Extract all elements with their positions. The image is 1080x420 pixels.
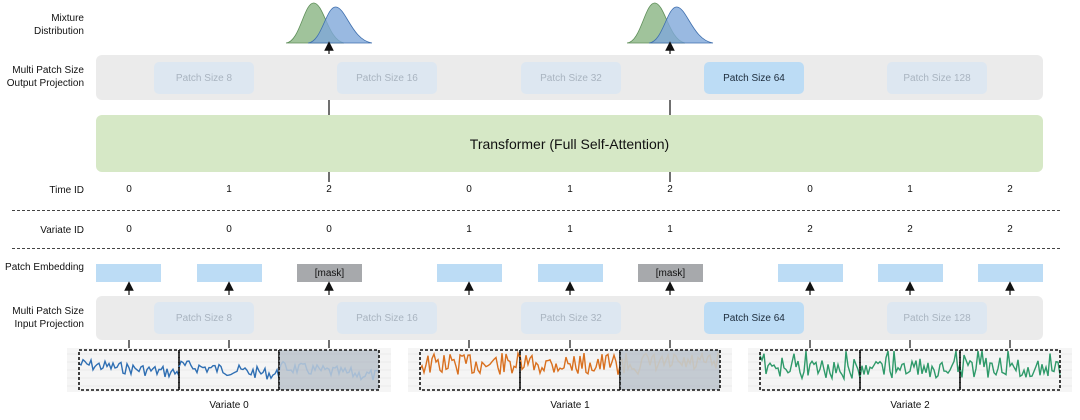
series-line bbox=[419, 350, 521, 376]
output-projection-label: Multi Patch Size Output Projection bbox=[6, 65, 84, 89]
series-line bbox=[78, 357, 180, 379]
variate-0-caption: Variate 0 bbox=[209, 400, 249, 411]
time-id-value: 2 bbox=[1007, 184, 1013, 195]
input-projection-label: Multi Patch Size Input Projection bbox=[12, 306, 84, 330]
divider-line bbox=[12, 248, 1060, 249]
series-line bbox=[759, 350, 861, 382]
time-id-value: 2 bbox=[667, 184, 673, 195]
output-projection-band: Patch Size 8 Patch Size 16 Patch Size 32… bbox=[96, 55, 1043, 100]
patch-embedding bbox=[437, 264, 502, 282]
output-patch-size-16: Patch Size 16 bbox=[337, 62, 437, 94]
variate-2-caption: Variate 2 bbox=[890, 400, 930, 411]
patch-box bbox=[278, 349, 380, 391]
input-patch-size-32: Patch Size 32 bbox=[521, 302, 621, 334]
embedding-arrows bbox=[124, 281, 1015, 295]
series-line bbox=[178, 360, 280, 380]
output-patch-size-32: Patch Size 32 bbox=[521, 62, 621, 94]
variate-1-caption: Variate 1 bbox=[550, 400, 590, 411]
transformer-block: Transformer (Full Self-Attention) bbox=[96, 115, 1043, 172]
variate-id-value: 0 bbox=[326, 224, 332, 235]
input-patch-size-8: Patch Size 8 bbox=[154, 302, 254, 334]
time-id-value: 1 bbox=[907, 184, 913, 195]
time-id-value: 2 bbox=[326, 184, 332, 195]
time-id-value: 0 bbox=[126, 184, 132, 195]
variate-id-value: 2 bbox=[1007, 224, 1013, 235]
mixture-distribution-2 bbox=[626, 2, 714, 44]
series-line bbox=[278, 360, 380, 381]
output-patch-size-8: Patch Size 8 bbox=[154, 62, 254, 94]
variate-id-label: Variate ID bbox=[40, 225, 84, 236]
output-patch-size-128: Patch Size 128 bbox=[887, 62, 987, 94]
mixture-distribution-label: Mixture Distribution bbox=[33, 13, 84, 37]
series-line bbox=[519, 352, 621, 376]
variate-id-value: 1 bbox=[667, 224, 673, 235]
patch-embedding bbox=[878, 264, 943, 282]
input-patch-size-64: Patch Size 64 bbox=[704, 302, 804, 334]
mask-token: [mask] bbox=[297, 264, 362, 282]
variate-id-value: 1 bbox=[567, 224, 573, 235]
patch-embedding bbox=[978, 264, 1043, 282]
time-id-value: 1 bbox=[226, 184, 232, 195]
input-patch-size-16: Patch Size 16 bbox=[337, 302, 437, 334]
variate-id-value: 1 bbox=[466, 224, 472, 235]
patch-embedding bbox=[197, 264, 262, 282]
input-patch-size-128: Patch Size 128 bbox=[887, 302, 987, 334]
series-line bbox=[619, 351, 721, 376]
patch-box bbox=[619, 349, 721, 391]
patch-embedding-label: Patch Embedding bbox=[5, 262, 84, 273]
output-patch-size-64: Patch Size 64 bbox=[704, 62, 804, 94]
time-id-value: 0 bbox=[466, 184, 472, 195]
input-projection-band: Patch Size 8 Patch Size 16 Patch Size 32… bbox=[96, 296, 1043, 340]
variate-id-value: 0 bbox=[126, 224, 132, 235]
variate-id-value: 0 bbox=[226, 224, 232, 235]
mask-token: [mask] bbox=[638, 264, 703, 282]
patch-embedding bbox=[778, 264, 843, 282]
time-id-value: 1 bbox=[567, 184, 573, 195]
variate-id-value: 2 bbox=[907, 224, 913, 235]
patch-embedding bbox=[96, 264, 161, 282]
time-series-panels bbox=[67, 348, 1072, 392]
mixture-distribution-1 bbox=[285, 2, 373, 44]
time-id-value: 0 bbox=[807, 184, 813, 195]
series-line bbox=[959, 350, 1061, 378]
patch-embedding bbox=[538, 264, 603, 282]
time-id-label: Time ID bbox=[49, 185, 84, 196]
divider-line bbox=[12, 210, 1060, 211]
series-line bbox=[859, 350, 961, 380]
variate-id-value: 2 bbox=[807, 224, 813, 235]
patch-box bbox=[959, 349, 1061, 391]
